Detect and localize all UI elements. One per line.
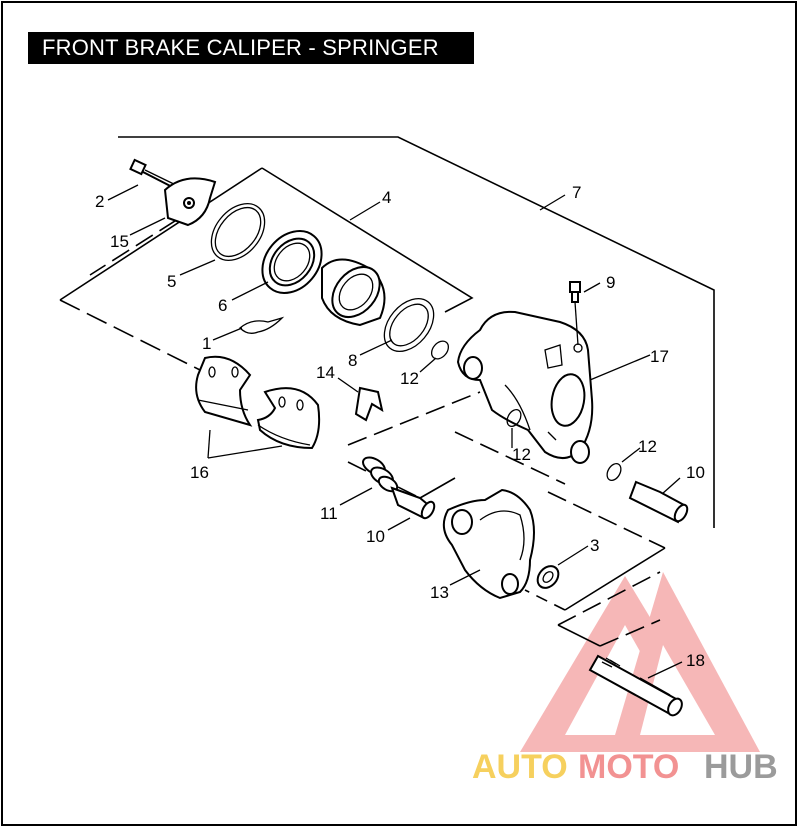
label-14: 14 [316,363,335,382]
washer-3 [536,565,560,589]
label-3: 3 [590,536,599,555]
pin-10-right [628,480,689,524]
label-2: 2 [95,192,104,211]
label-9: 9 [606,273,615,292]
watermark-hub: HUB [704,748,778,786]
bleeder-9 [569,281,581,346]
plate-15 [163,177,217,227]
label-16: 16 [190,463,209,482]
label-12c: 12 [638,437,657,456]
oring-12c [606,462,622,482]
oring-12b [506,408,522,428]
label-18: 18 [686,651,705,670]
watermark-text: AUTO MOTO HUB [472,748,778,786]
bracket-13 [442,488,535,600]
bolt-18 [588,654,683,717]
label-17: 17 [650,347,669,366]
label-10b: 10 [686,463,705,482]
watermark-moto: MOTO [578,748,679,786]
label-4: 4 [382,188,391,207]
label-12b: 12 [512,445,531,464]
piston [321,258,386,327]
seal-6 [261,230,323,294]
label-11: 11 [320,504,338,523]
watermark-auto: AUTO [472,748,568,786]
diagram-title: FRONT BRAKE CALIPER - SPRINGER [28,32,474,64]
oring-8 [383,298,435,352]
spring-clip-14 [354,386,384,422]
label-10a: 10 [366,527,385,546]
clip-1 [239,316,285,334]
label-15: 15 [110,232,129,251]
bracket-4 [59,167,474,371]
label-6: 6 [218,296,227,315]
pin-10-left [390,486,436,520]
bracket-7 [118,136,715,528]
label-1: 1 [202,334,211,353]
label-5: 5 [167,272,176,291]
watermark-logo [520,572,760,752]
ring-5 [210,203,266,261]
label-7: 7 [572,183,581,202]
caliper-body-17 [456,310,594,464]
label-8: 8 [348,351,357,370]
label-13: 13 [430,583,449,602]
bushing-11 [362,456,399,493]
dashed-leaders [89,204,666,647]
brake-pads-16 [195,355,321,450]
label-12a: 12 [400,369,419,388]
leader-lines [107,184,683,679]
oring-12a [430,340,450,360]
